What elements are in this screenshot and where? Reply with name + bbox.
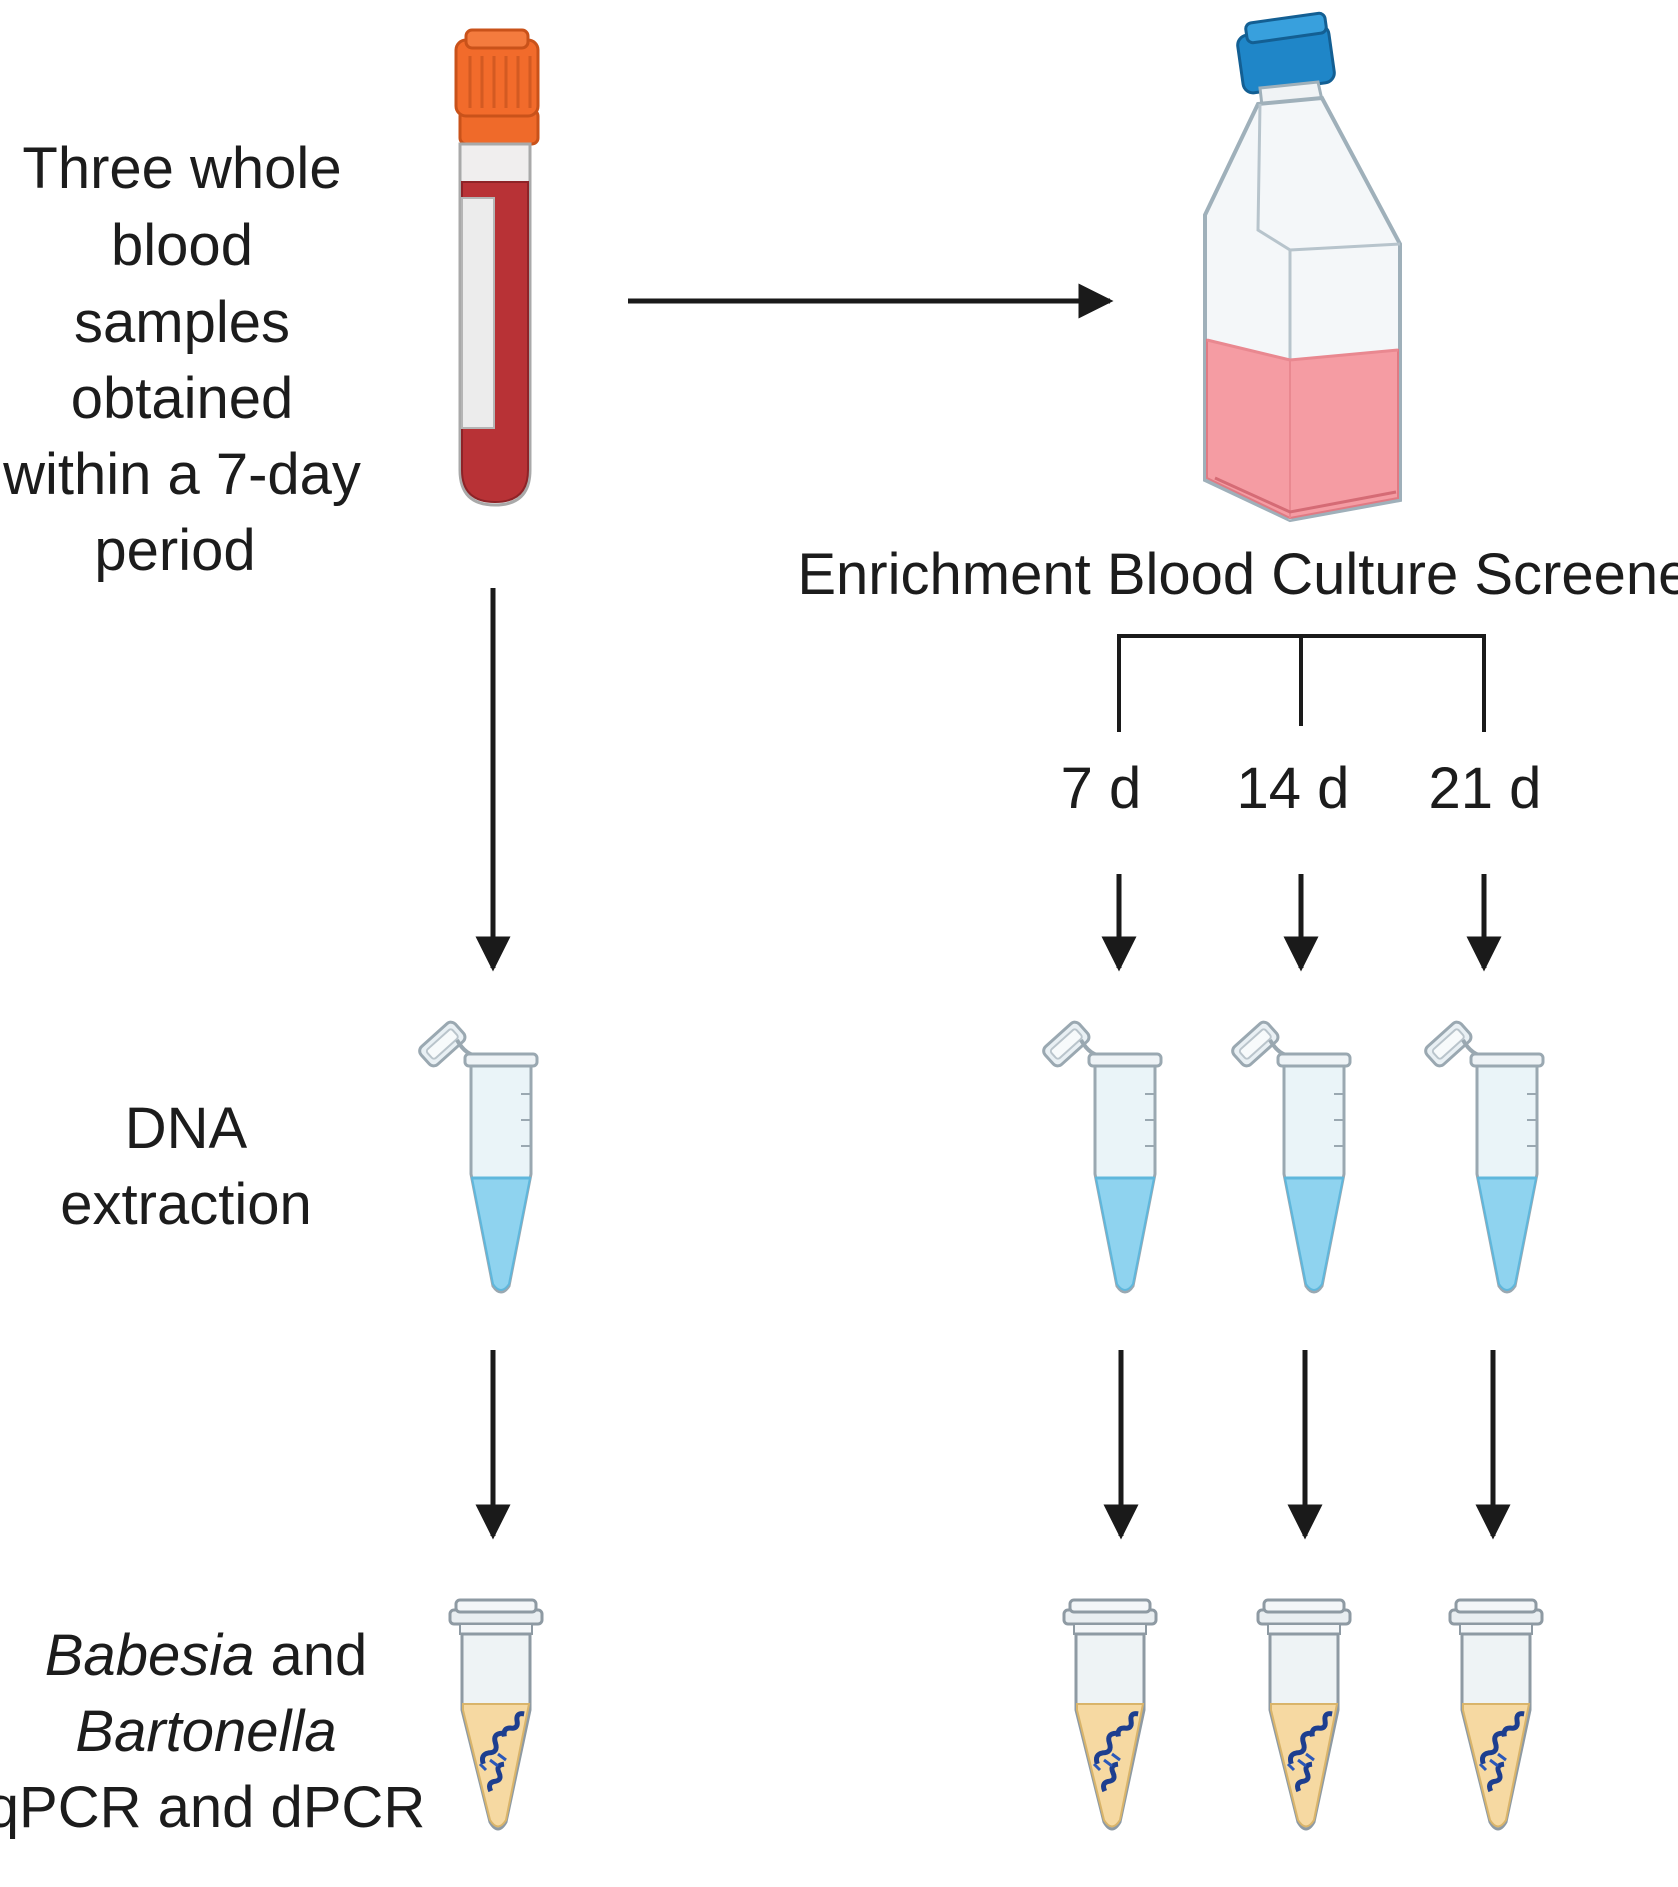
- culture-flask-icon: [1203, 11, 1402, 523]
- pcr-tube-with-dna-icon: [1064, 1600, 1156, 1829]
- open-microcentrifuge-tube-icon: [1421, 1017, 1545, 1294]
- timepoint-21d: 21 d: [1429, 756, 1542, 821]
- samples-label: Three whole blood samples obtained withi…: [2, 136, 361, 583]
- timepoint-bracket: [1117, 634, 1486, 732]
- pcr-label-line-3: qPCR and dPCR: [0, 1775, 425, 1840]
- open-microcentrifuge-tube-icon: [1039, 1017, 1163, 1294]
- bartonella-label: Bartonella: [75, 1699, 336, 1764]
- and-label: and: [254, 1623, 367, 1688]
- dna-label-line-2: extraction: [60, 1172, 311, 1237]
- babesia-label: Babesia: [45, 1623, 255, 1688]
- samples-label-line-2: blood: [111, 213, 253, 278]
- dna-label-line-1: DNA: [125, 1096, 248, 1161]
- timepoint-14d: 14 d: [1237, 756, 1350, 821]
- pcr-tube-with-dna-icon: [1258, 1600, 1350, 1829]
- open-microcentrifuge-tube-icon: [415, 1017, 539, 1294]
- enrichment-label: Enrichment Blood Culture Screened: [797, 542, 1678, 607]
- samples-label-line-3: samples: [74, 290, 290, 355]
- pcr-tube-with-dna-icon: [1450, 1600, 1542, 1829]
- samples-label-line-4: obtained: [71, 366, 294, 431]
- pcr-label-line-1: Babesia and: [45, 1623, 368, 1688]
- open-microcentrifuge-tube-icon: [1228, 1017, 1352, 1294]
- samples-label-line-5: within a 7-day: [2, 442, 361, 507]
- samples-label-line-1: Three whole: [22, 136, 341, 201]
- blood-collection-tube-icon: [454, 28, 540, 507]
- pcr-tube-with-dna-icon: [450, 1600, 542, 1829]
- samples-label-line-6: period: [94, 518, 255, 583]
- timepoint-7d: 7 d: [1061, 756, 1142, 821]
